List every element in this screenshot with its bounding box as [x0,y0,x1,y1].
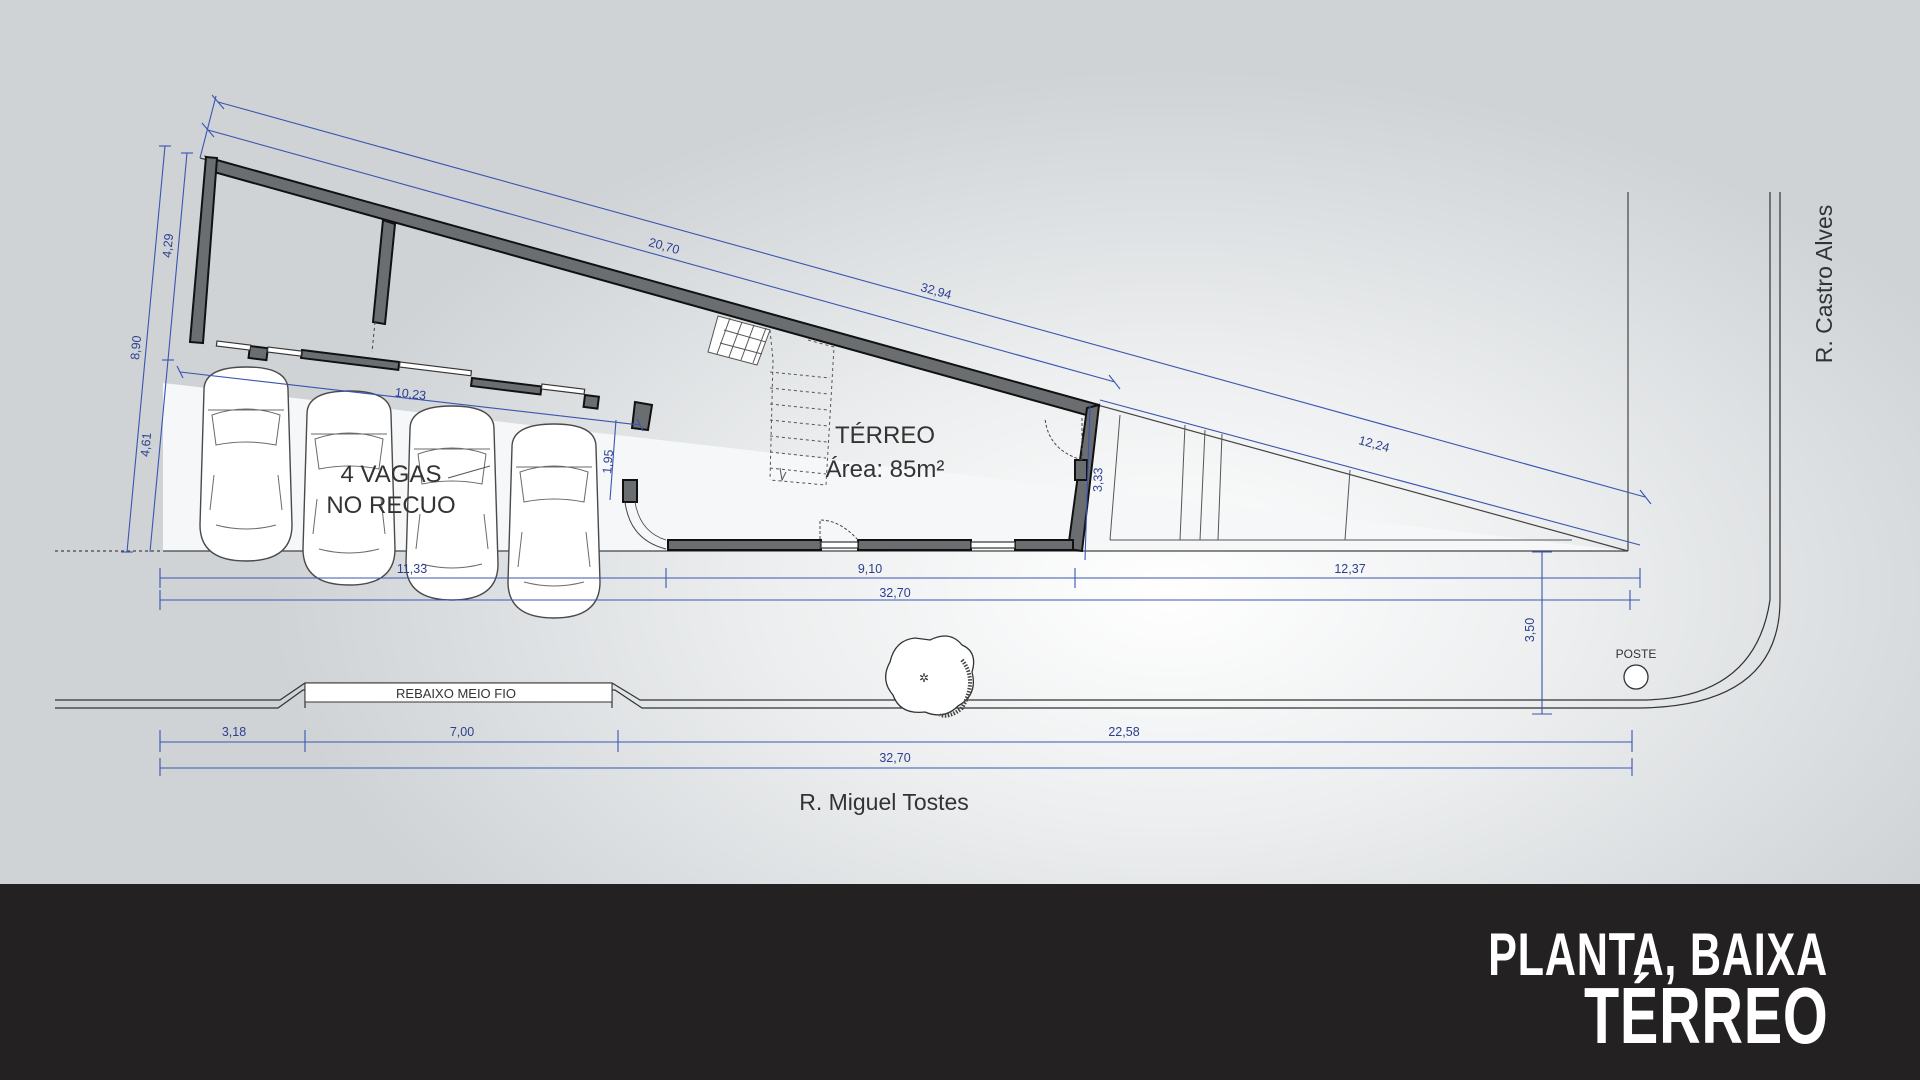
pole-label: POSTE [1616,647,1657,661]
parking-leader [447,465,491,479]
dim-left-total: 8,90 [128,335,144,361]
curb-label: REBAIXO MEIO FIO [396,686,516,701]
windows [215,340,1016,549]
car-1 [199,366,293,562]
staircase [707,315,835,486]
dim-street-left: 3,18 [222,725,246,739]
dim-sidewalk: 3,50 [1523,618,1537,642]
dim-lot-diagonal: 32,94 [919,280,953,302]
dim-front-total: 32,70 [879,586,910,600]
car-3 [405,405,499,601]
dim-curb-width: 7,00 [450,725,474,739]
dim-right-front: 12,37 [1334,562,1365,576]
pole-symbol [1623,664,1649,690]
street-bottom-label: R. Miguel Tostes [799,789,969,815]
dim-building-front: 9,10 [858,562,882,576]
tree-symbol: ✲ [885,635,975,718]
room-area: Área: 85m² [826,456,945,483]
dim-street-total: 32,70 [879,751,910,765]
car-2 [302,390,396,586]
street-right-label: R. Castro Alves [1811,205,1837,364]
dim-left-top: 4,29 [160,233,176,259]
dim-garage-front: 11,33 [397,562,427,576]
dim-side-depth: 3,33 [1091,467,1106,492]
floor-plan-drawing: REBAIXO MEIO FIO [55,94,1837,815]
room-name: TÉRREO [835,422,935,449]
dim-garage-depth: 1,95 [600,449,616,475]
dim-rear-diagonal: 12,24 [1357,433,1391,455]
dim-street-right: 22,58 [1108,725,1139,739]
svg-text:✲: ✲ [919,671,929,685]
dim-left-bottom: 4,61 [138,432,154,458]
footer-band [0,884,1920,1080]
doors [371,321,1083,550]
dimension-lines [121,94,1652,776]
page-title-line1: PLANTA, BAIXA [1488,921,1828,988]
page-title-line2: TÉRREO [1583,971,1828,1060]
car-4 [507,423,601,619]
curb-cut-area [304,682,613,703]
dim-garage-width: 10,23 [394,385,427,402]
rear-yard-ramp [1109,414,1572,541]
parking-label-line2: NO RECUO [326,492,455,519]
building-walls [188,155,1101,553]
parking-label-line1: 4 VAGAS [341,461,442,488]
